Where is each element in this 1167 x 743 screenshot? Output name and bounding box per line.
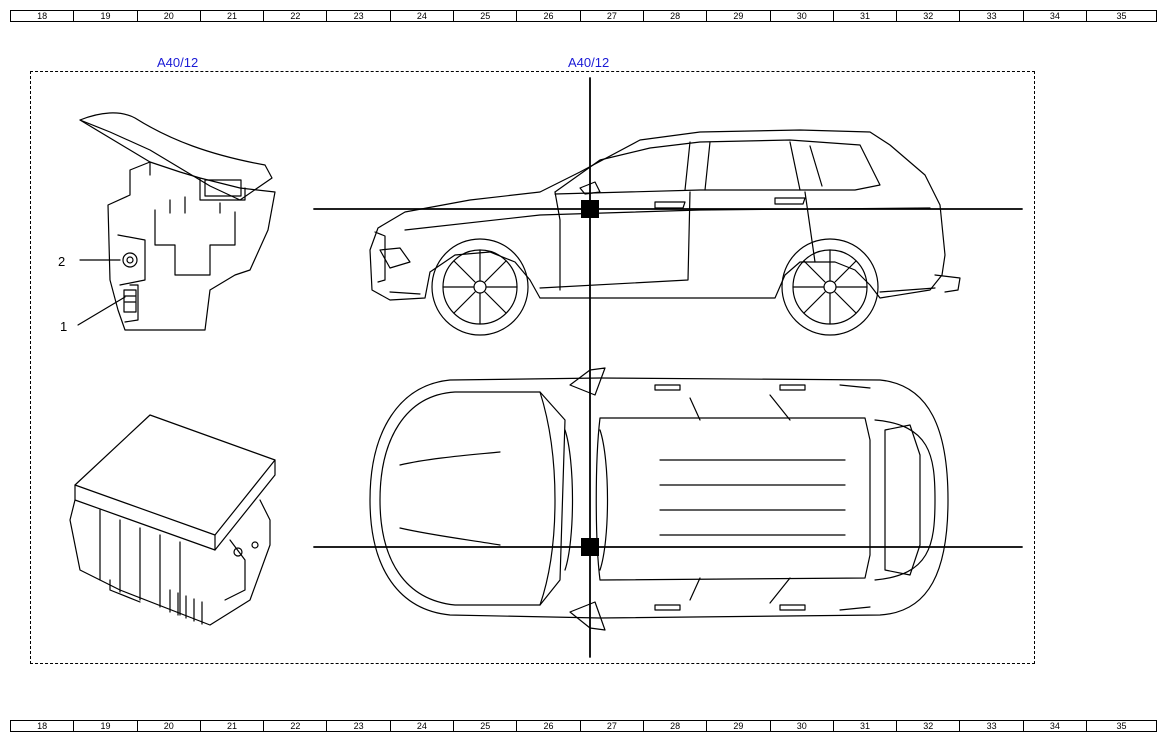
grid-cell: 22 xyxy=(264,11,328,21)
grid-cell: 21 xyxy=(201,721,265,731)
grid-cell: 18 xyxy=(11,721,75,731)
grid-cell: 34 xyxy=(1024,11,1088,21)
grid-cell: 31 xyxy=(834,721,898,731)
grid-cell: 32 xyxy=(897,721,961,731)
vehicle-side-view xyxy=(369,129,961,336)
grid-cell: 30 xyxy=(771,721,834,731)
vehicle-top-view xyxy=(369,367,949,631)
control-unit-detail-view xyxy=(79,112,276,331)
grid-cell: 20 xyxy=(138,721,201,731)
grid-cell: 25 xyxy=(454,11,518,21)
grid-cell: 20 xyxy=(138,11,201,21)
grid-cell: 28 xyxy=(644,721,708,731)
location-crosshair-lines xyxy=(313,77,1023,658)
callout-2: 2 xyxy=(58,254,66,269)
grid-cell: 29 xyxy=(707,11,771,21)
top-grid-ruler: 18 19 20 21 22 23 24 25 26 27 28 29 30 3… xyxy=(10,10,1157,22)
grid-cell: 35 xyxy=(1116,721,1127,731)
grid-cell: 26 xyxy=(517,11,581,21)
control-unit-isometric-view xyxy=(69,414,276,626)
grid-cell: 19 xyxy=(74,11,138,21)
grid-cell: 33 xyxy=(960,11,1024,21)
grid-cell: 34 xyxy=(1024,721,1088,731)
grid-cell: 28 xyxy=(644,11,708,21)
grid-cell: 24 xyxy=(391,721,455,731)
grid-cell: 18 xyxy=(11,11,75,21)
grid-cell: 31 xyxy=(834,11,898,21)
grid-cell: 25 xyxy=(454,721,518,731)
reference-label-left: A40/12 xyxy=(157,55,199,70)
grid-cell: 22 xyxy=(264,721,328,731)
grid-cell: 23 xyxy=(327,721,391,731)
grid-cell: 29 xyxy=(707,721,771,731)
grid-cell: 21 xyxy=(201,11,265,21)
bottom-grid-ruler: 18 19 20 21 22 23 24 25 26 27 28 29 30 3… xyxy=(10,720,1157,732)
grid-cell: 24 xyxy=(391,11,455,21)
grid-cell: 27 xyxy=(581,11,644,21)
grid-cell: 23 xyxy=(327,11,391,21)
grid-cell: 30 xyxy=(771,11,834,21)
callout-1: 1 xyxy=(60,319,68,334)
grid-cell: 19 xyxy=(74,721,138,731)
grid-cell: 26 xyxy=(517,721,581,731)
grid-cell: 32 xyxy=(897,11,961,21)
grid-cell: 35 xyxy=(1116,11,1127,21)
diagram-frame xyxy=(30,71,1035,664)
grid-cell: 33 xyxy=(960,721,1024,731)
callout-1-leader xyxy=(77,296,126,326)
location-marker-top-view xyxy=(581,538,599,556)
grid-cell: 27 xyxy=(581,721,644,731)
location-marker-side-view xyxy=(581,200,599,218)
reference-label-center: A40/12 xyxy=(568,55,610,70)
